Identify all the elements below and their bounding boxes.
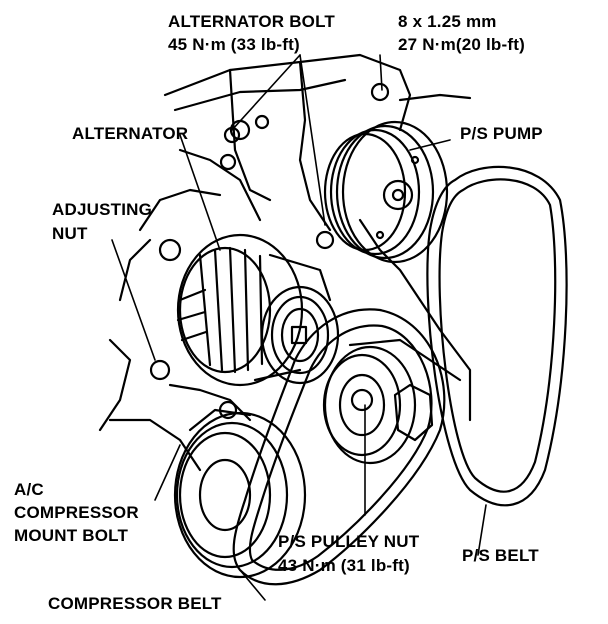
bolt-size-label: 8 x 1.25 mm (398, 12, 497, 31)
ps-belt (426, 165, 568, 507)
ac-compressor-label-3: MOUNT BOLT (14, 526, 129, 545)
ps-pump-label: P/S PUMP (460, 124, 543, 143)
bolt-markers (149, 126, 335, 420)
alternator-bolt-label: ALTERNATOR BOLT (168, 12, 335, 31)
ac-compressor-label-2: COMPRESSOR (14, 503, 139, 522)
leader-lines (111, 54, 487, 601)
compressor-pulley (173, 408, 307, 579)
adjusting-nut-label-1: ADJUSTING (52, 200, 153, 219)
ps-belt-label: P/S BELT (462, 546, 539, 565)
ps-pulley-nut-label: P/S PULLEY NUT (278, 532, 420, 551)
alternator-pulley (260, 285, 340, 385)
adjusting-nut-label-2: NUT (52, 224, 88, 243)
alternator-bolt-torque: 45 N·m (33 lb-ft) (168, 35, 300, 54)
compressor-belt (232, 308, 446, 586)
alternator-label: ALTERNATOR (72, 124, 189, 143)
ps-pump-pulley (323, 120, 449, 264)
ps-pulley-nut-torque: 43 N·m (31 lb-ft) (278, 556, 410, 575)
compressor-belt-label: COMPRESSOR BELT (48, 594, 222, 613)
bolt-size-torque: 27 N·m(20 lb-ft) (398, 35, 525, 54)
ac-compressor-label-1: A/C (14, 480, 44, 499)
